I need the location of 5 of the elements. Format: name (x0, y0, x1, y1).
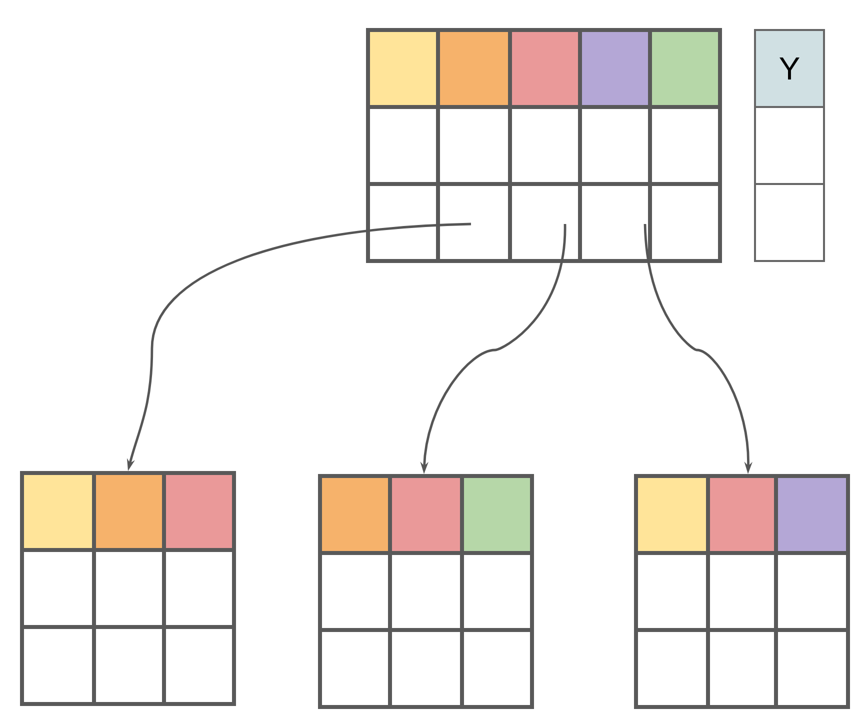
table-column-drawing: Y (754, 29, 825, 262)
table-drawing (20, 471, 236, 706)
table-drawing (366, 28, 722, 263)
table-drawing (634, 474, 850, 709)
table-drawing (318, 474, 534, 709)
